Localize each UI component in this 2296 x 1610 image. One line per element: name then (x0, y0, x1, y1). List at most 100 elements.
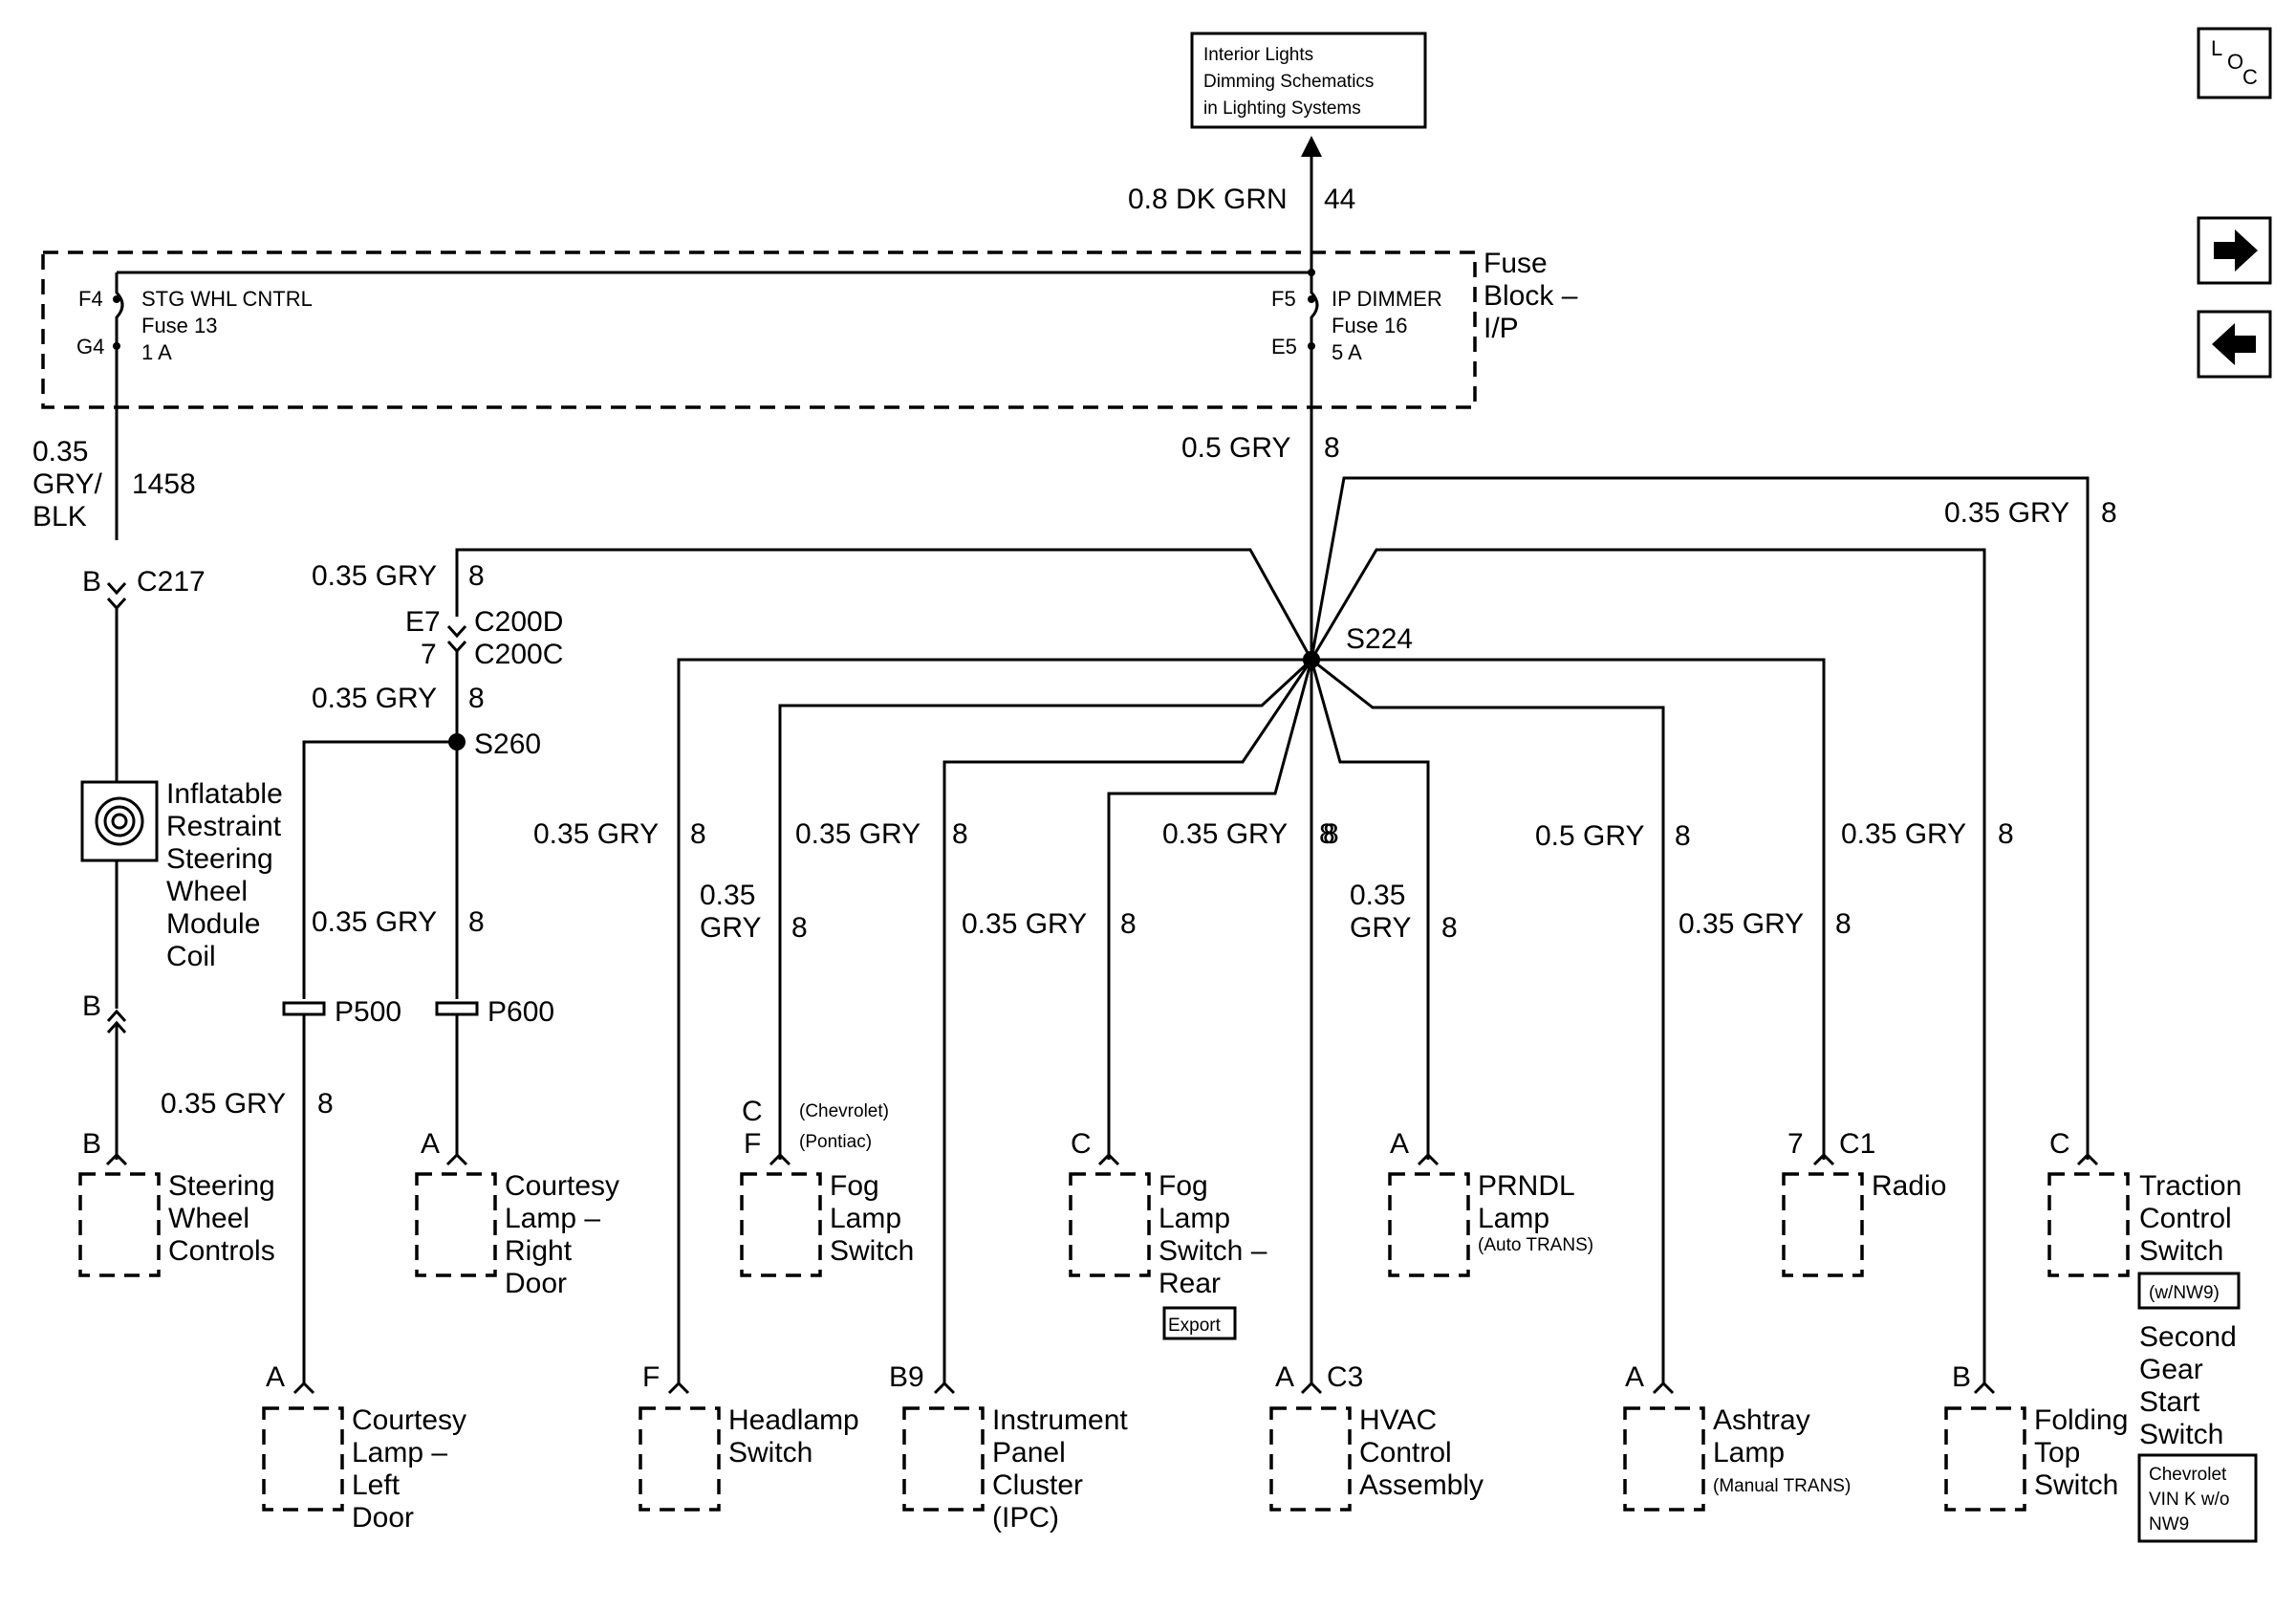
ipc-terminal (933, 1381, 956, 1395)
fog-front-wire-gauge: 0.35 GRY (795, 818, 921, 850)
second-gear-tag-1: Chevrolet (2149, 1465, 2227, 1485)
traction-wire (1310, 476, 2090, 1160)
fuse-13-wire (115, 272, 124, 540)
second-gear-label-2: Gear (2139, 1354, 2203, 1385)
left-door-pin: A (266, 1361, 285, 1393)
steering-controls-label-3: Controls (168, 1235, 275, 1267)
fog-rear-wire (1107, 659, 1313, 1160)
steering-controls-label-1: Steering (168, 1170, 275, 1202)
fog-front-label-2: Lamp (830, 1203, 901, 1234)
schematic-reference-link[interactable]: Interior Lights Dimming Schematics in Li… (1190, 32, 1427, 129)
main-wire-gauge: 0.5 GRY (1181, 432, 1291, 464)
radio-component[interactable] (1782, 1172, 1864, 1277)
fuse-13-terminal-in (113, 295, 120, 303)
courtesy-lamp-left-door-component[interactable] (262, 1406, 344, 1512)
traction-label-3: Switch (2139, 1235, 2223, 1267)
fog-front-pin-f: F (744, 1128, 761, 1160)
ipc-wire-gauge: 0.35 GRY (962, 908, 1087, 940)
fog-front-label-1: Fog (830, 1170, 879, 1202)
fuse-16-pin-in: F5 (1271, 287, 1296, 311)
radio-wire (1311, 658, 1826, 1160)
fuse-16-name: IP DIMMER (1332, 287, 1442, 311)
fog-rear-label-1: Fog (1159, 1170, 1208, 1202)
c200-connector-icon (446, 624, 467, 654)
arrow-right-icon (2214, 229, 2258, 272)
right-door-label-2: Lamp – (505, 1203, 600, 1234)
fuse-block-label-1: Fuse (1484, 248, 1548, 279)
fog-front-note-c: (Chevrolet) (799, 1101, 889, 1121)
second-gear-label-1: Second (2139, 1321, 2237, 1353)
fog-lamp-switch-rear-component[interactable] (1069, 1172, 1151, 1277)
ref-box-line-2: Dimming Schematics (1203, 72, 1374, 92)
top-wire-circuit: 44 (1324, 184, 1355, 215)
fog-rear-pin: C (1071, 1128, 1092, 1160)
second-gear-tag (2137, 1453, 2258, 1543)
ashtray-lamp-component[interactable] (1623, 1406, 1705, 1512)
folding-top-switch-component[interactable] (1944, 1406, 2026, 1512)
main-wire-circuit: 8 (1324, 432, 1340, 464)
traction-wire-gauge: 0.35 GRY (1944, 497, 2069, 529)
ashtray-note: (Manual TRANS) (1713, 1476, 1851, 1496)
c200c-label: C200C (474, 639, 563, 670)
hvac-control-assembly-component[interactable] (1269, 1406, 1352, 1512)
splice-s224-dot (1303, 651, 1320, 668)
prndl-pin: A (1390, 1128, 1409, 1160)
fuse-16-wire (1310, 272, 1319, 660)
fog-front-label-3: Switch (830, 1235, 914, 1267)
folding-top-pin: B (1952, 1361, 1971, 1393)
s260-wire1-gauge: 0.35 GRY (312, 560, 437, 592)
c200d-label: C200D (474, 606, 563, 638)
s260-wire2-circuit: 8 (468, 683, 485, 714)
export-tag-label: Export (1168, 1316, 1222, 1336)
hvac-label-3: Assembly (1359, 1469, 1484, 1501)
traction-label-1: Traction (2139, 1170, 2242, 1202)
s260-wire3-gauge: 0.35 GRY (312, 906, 437, 938)
p500-label: P500 (335, 996, 401, 1028)
hvac-label-2: Control (1359, 1437, 1452, 1469)
prndl-lamp-component[interactable] (1388, 1172, 1470, 1277)
fog-rear-label-2: Lamp (1159, 1203, 1230, 1234)
ipc-wire (942, 659, 1313, 1383)
courtesy-lamp-right-door-component[interactable] (415, 1172, 497, 1277)
fog-front-wire-circuit: 8 (952, 818, 968, 850)
fog-front-wire2-gauge-2: GRY (700, 912, 761, 944)
right-door-terminal (445, 1152, 468, 1166)
instrument-panel-cluster-component[interactable] (902, 1406, 985, 1512)
loc-button[interactable]: L O C (2197, 27, 2272, 99)
prndl-label-2: Lamp (1478, 1203, 1549, 1234)
second-gear-label-4: Switch (2139, 1419, 2223, 1450)
fog-lamp-switch-component[interactable] (740, 1172, 822, 1277)
coil-label-3: Steering (166, 843, 273, 875)
ashtray-wire (1310, 658, 1665, 1383)
s260-wire1-circuit: 8 (468, 560, 485, 592)
ref-box-line-1: Interior Lights (1203, 45, 1313, 65)
fog-rear-label-4: Rear (1159, 1268, 1221, 1299)
prndl-wire-gauge-1: 0.35 (1350, 880, 1405, 911)
s260-feed-wire (455, 548, 1313, 661)
previous-page-button[interactable] (2197, 310, 2272, 379)
ashtray-wire2-circuit: 8 (1835, 908, 1852, 940)
steering-controls-pin: B (82, 1128, 101, 1160)
c217-label: C217 (137, 566, 206, 598)
fuse-block-label-2: Block – (1484, 280, 1578, 312)
fog-front-pin-c: C (742, 1096, 763, 1127)
s260-left-wire (302, 740, 457, 999)
fog-front-wire2-circuit: 8 (791, 912, 808, 944)
steering-wheel-controls-component[interactable] (78, 1172, 161, 1277)
headlamp-wire-circuit: 8 (690, 818, 706, 850)
radio-label: Radio (1872, 1170, 1946, 1202)
fog-front-wire2-gauge-1: 0.35 (700, 880, 755, 911)
headlamp-switch-component[interactable] (639, 1406, 721, 1512)
c200d-pin: E7 (405, 606, 441, 638)
next-page-button[interactable] (2197, 216, 2272, 285)
left-wire-gauge-3: BLK (32, 501, 87, 533)
radio-wire-gauge: 0.35 GRY (1841, 818, 1966, 850)
coil-symbol (80, 780, 159, 862)
traction-control-switch-component[interactable] (2047, 1172, 2130, 1277)
ashtray-terminal (1652, 1381, 1675, 1395)
traction-label-2: Control (2139, 1203, 2232, 1234)
radio-conn: C1 (1839, 1128, 1875, 1160)
radio-wire-circuit: 8 (1998, 818, 2014, 850)
coil-out-pin: B (82, 990, 101, 1022)
